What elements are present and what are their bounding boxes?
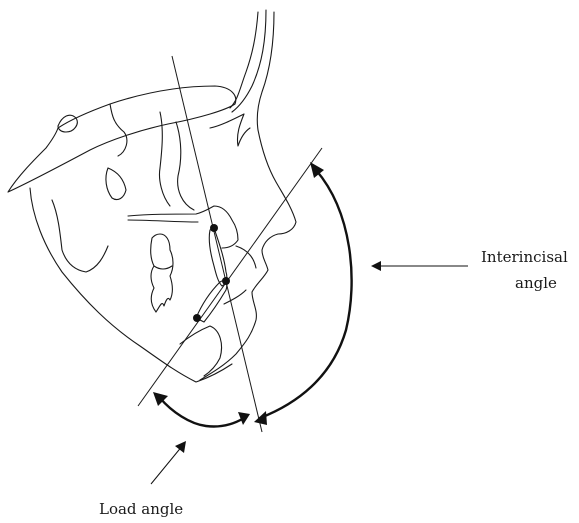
lower-incisor-axis	[138, 148, 322, 406]
symphysis-outline	[180, 326, 222, 376]
reference-lines	[138, 56, 322, 432]
upper-incisor-point	[210, 224, 218, 232]
load-arc-head-right	[238, 412, 250, 425]
text-labels: Interincisal angle Load angle	[99, 248, 568, 518]
interincisal-arc-head-bottom	[254, 411, 267, 425]
skull-profile-tracing	[8, 10, 296, 382]
lower-incisor	[196, 281, 227, 322]
nasal-bone	[210, 114, 250, 146]
label-pointers	[151, 261, 468, 484]
orbit-loop	[58, 115, 77, 132]
incisor-contact-point	[222, 277, 230, 285]
interincisal-pointer-head	[371, 261, 381, 271]
load-angle-arc	[160, 398, 244, 427]
soft-tissue-profile	[200, 130, 296, 380]
palatal-plane-lower	[128, 220, 198, 222]
interincisal-label-line1: Interincisal	[481, 248, 568, 266]
mandible-outline	[30, 188, 232, 382]
upper-incisor	[209, 228, 227, 286]
molar-crown-line	[154, 266, 172, 269]
load-angle-pointer-line	[151, 445, 183, 484]
condyle-outline	[106, 168, 126, 200]
load-angle-pointer-head	[175, 441, 186, 453]
lower-lip	[224, 290, 246, 304]
molar-tooth	[151, 234, 173, 312]
lower-incisor-point	[193, 314, 201, 322]
palatal-plane	[128, 206, 238, 248]
cranial-base	[8, 86, 236, 192]
interincisal-angle-arc	[260, 170, 352, 418]
load-angle-label: Load angle	[99, 500, 183, 518]
interincisal-label-line2: angle	[515, 274, 557, 292]
sella-outline	[110, 104, 127, 156]
ramus-outline	[52, 200, 108, 272]
